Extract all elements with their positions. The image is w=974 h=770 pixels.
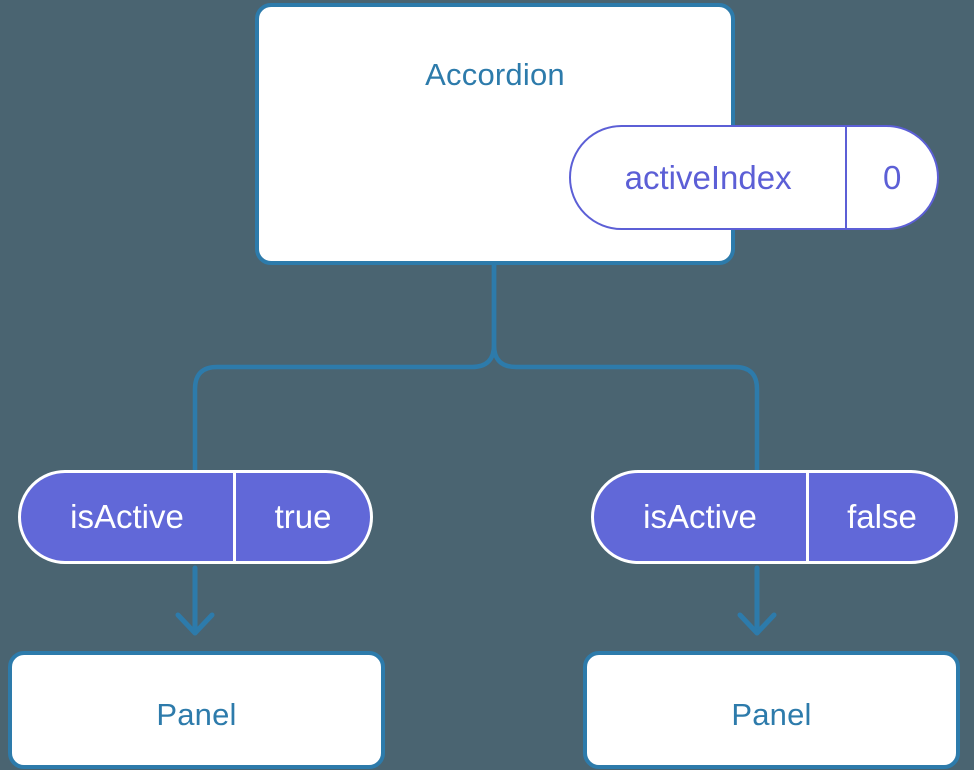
arrow-head-right-icon [737, 612, 777, 636]
prop-pill-key: isActive [70, 498, 184, 535]
prop-pill-value: false [806, 473, 955, 561]
prop-pill-isactive-true[interactable]: isActive true [18, 470, 373, 564]
component-title-panel-left: Panel [156, 697, 237, 732]
component-card-panel-left[interactable]: Panel [8, 651, 385, 769]
component-title-panel-right: Panel [731, 697, 812, 732]
state-pill-value: 0 [845, 127, 937, 228]
prop-pill-key: isActive [643, 498, 757, 535]
state-pill-key: activeIndex [624, 158, 792, 196]
component-title-accordion: Accordion [425, 57, 565, 92]
connector-tree-branch-right [491, 262, 760, 473]
component-card-panel-right[interactable]: Panel [583, 651, 960, 769]
component-card-accordion[interactable]: Accordion activeIndex 0 [255, 3, 939, 265]
state-pill-activeindex[interactable]: activeIndex 0 [569, 125, 939, 230]
prop-pill-isactive-false[interactable]: isActive false [591, 470, 958, 564]
connector-tree-branch [192, 262, 497, 473]
arrow-head-left-icon [175, 612, 215, 636]
prop-pill-value: true [233, 473, 370, 561]
